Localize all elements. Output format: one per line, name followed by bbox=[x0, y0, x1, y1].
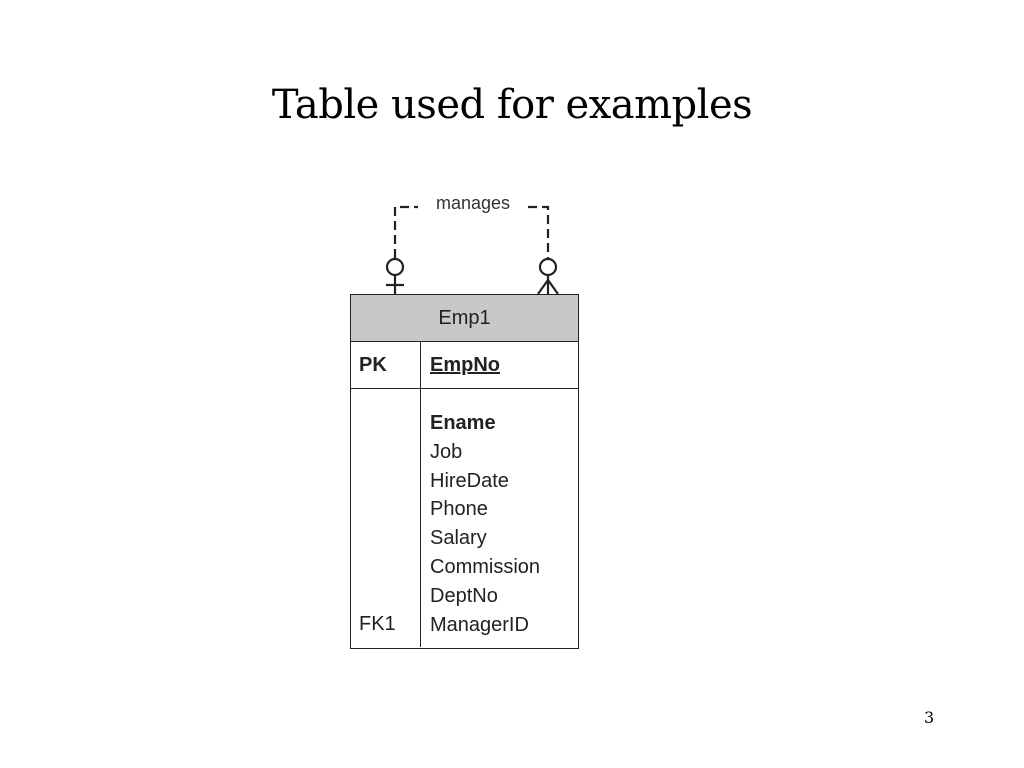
pk-attribute: EmpNo bbox=[430, 353, 500, 376]
attribute-salary: Salary bbox=[430, 527, 487, 550]
attribute-section: FK1 Ename Job HireDate Phone Salary Comm… bbox=[351, 389, 578, 647]
pk-label: PK bbox=[351, 342, 421, 388]
primary-key-row: PK EmpNo bbox=[351, 342, 578, 389]
entity-emp1: Emp1 PK EmpNo FK1 Ename Job HireDate Pho… bbox=[350, 294, 579, 649]
attribute-list: Ename Job HireDate Phone Salary Commissi… bbox=[421, 389, 540, 647]
fk-label: FK1 bbox=[359, 613, 396, 635]
cardinality-one-icon bbox=[385, 257, 405, 294]
relationship-label: manages bbox=[435, 193, 511, 213]
key-column: FK1 bbox=[351, 389, 421, 647]
slide-title: Table used for examples bbox=[271, 82, 753, 128]
page-number: 3 bbox=[924, 708, 935, 727]
attribute-deptno: DeptNo bbox=[430, 584, 498, 607]
relationship-line bbox=[393, 205, 550, 258]
attribute-managerid: ManagerID bbox=[430, 613, 529, 636]
attribute-hiredate: HireDate bbox=[430, 469, 509, 492]
attribute-ename: Ename bbox=[430, 412, 496, 434]
attribute-commission: Commission bbox=[430, 555, 541, 578]
attribute-phone: Phone bbox=[430, 498, 488, 521]
cardinality-many-icon bbox=[537, 257, 559, 295]
attribute-job: Job bbox=[430, 440, 463, 463]
entity-name: Emp1 bbox=[351, 295, 578, 342]
